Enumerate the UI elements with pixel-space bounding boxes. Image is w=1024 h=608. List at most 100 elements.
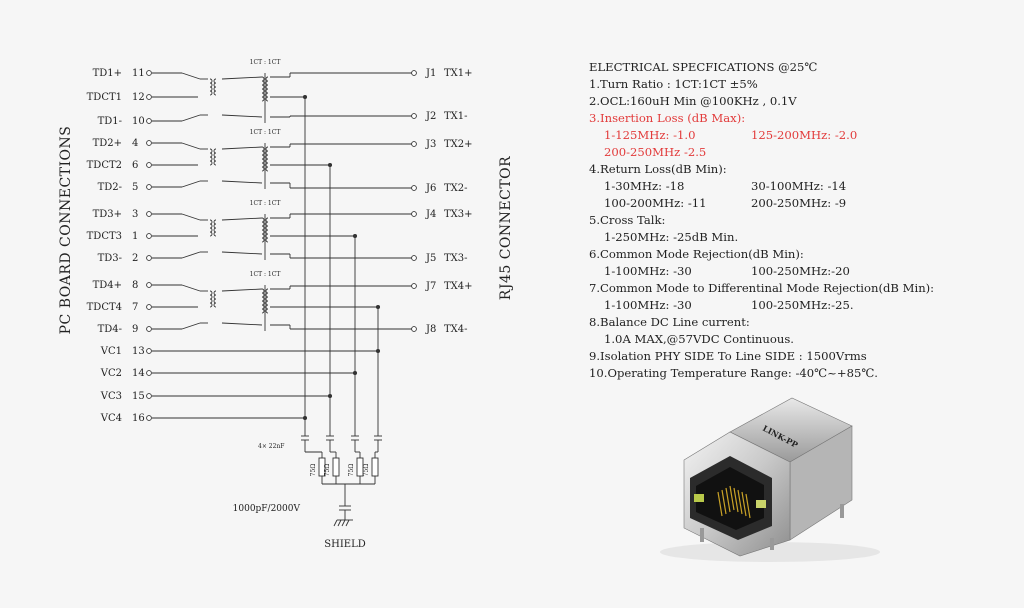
pin-name-TD1-: TD1- <box>98 116 122 127</box>
rj45-terminal-J3 <box>411 141 417 147</box>
pin-name-TDCT4: TDCT4 <box>87 302 122 313</box>
vc-name-VC2: VC2 <box>100 368 122 379</box>
transformer-primary-0 <box>261 76 265 102</box>
pin-name-TD4-: TD4- <box>98 324 122 335</box>
pc-board-label: PC BOARD CONNECTIONS <box>58 126 74 335</box>
specifications-panel: ELECTRICAL SPECFICATIONS @25℃ 1.Turn Rat… <box>589 59 1009 382</box>
vc-num-13: 13 <box>132 346 145 357</box>
rj45-signal-TX1-: TX1- <box>444 111 468 122</box>
choke-coil-3 <box>209 290 213 308</box>
resistor-label-1: 75Ω <box>324 464 331 477</box>
hv-cap-label: 1000pF/2000V <box>233 504 301 514</box>
pin-name-TDCT1: TDCT1 <box>87 92 122 103</box>
rj45-pin-J6: J6 <box>425 183 436 194</box>
rj45-terminal-J4 <box>411 211 417 217</box>
pin-terminal-7 <box>146 304 152 310</box>
spec-return-loss-row1: 1-30MHz: -18 30-100MHz: -14 <box>589 178 1009 195</box>
pin-num-9: 9 <box>132 324 138 335</box>
vc-name-VC4: VC4 <box>100 413 122 424</box>
resistor-label-0: 75Ω <box>310 464 317 477</box>
pin-terminal-6 <box>146 162 152 168</box>
rj45-terminal-J6 <box>411 185 417 191</box>
wire <box>221 288 263 292</box>
transformer-primary-3 <box>261 288 265 314</box>
pin-num-3: 3 <box>132 209 138 220</box>
pin-num-12: 12 <box>132 92 145 103</box>
vc-terminal-16 <box>146 415 152 421</box>
wire <box>221 322 263 326</box>
spec-cmr-b: 100-250MHz:-20 <box>751 264 850 278</box>
pin-name-TD2-: TD2- <box>98 182 122 193</box>
pin-name-TD2+: TD2+ <box>93 138 122 149</box>
ratio-label: 1CT : 1CT <box>250 200 281 207</box>
transformer-secondary-2 <box>265 217 269 243</box>
cap-label: 4× 22nF <box>258 443 284 450</box>
wire <box>181 284 201 292</box>
pin-num-10: 10 <box>132 116 145 127</box>
vc-terminal-13 <box>146 348 152 354</box>
pin-num-11: 11 <box>132 68 145 79</box>
spec-insertion-loss: 3.Insertion Loss (dB Max): <box>589 111 746 125</box>
vc-terminal-15 <box>146 393 152 399</box>
choke-coil-3 <box>213 290 217 308</box>
transformer-secondary-0 <box>265 76 269 102</box>
pin-terminal-9 <box>146 326 152 332</box>
spec-temperature: 10.Operating Temperature Range: -40℃~+85… <box>589 366 878 380</box>
spec-cm-dm: 7.Common Mode to Differentinal Mode Reje… <box>589 281 935 295</box>
pin-terminal-12 <box>146 94 152 100</box>
resistor-3 <box>371 457 379 477</box>
pin-name-TDCT2: TDCT2 <box>87 160 122 171</box>
wire <box>221 146 263 150</box>
rj45-terminal-J2 <box>411 113 417 119</box>
wire <box>181 180 201 188</box>
rj45-pin-J7: J7 <box>425 281 436 292</box>
schematic-wiring <box>146 70 417 527</box>
pin-name-TDCT3: TDCT3 <box>87 231 122 242</box>
pin-terminal-10 <box>146 118 152 124</box>
rj45-pin-J3: J3 <box>425 139 436 150</box>
wire <box>221 217 263 221</box>
vc-name-VC3: VC3 <box>100 391 122 402</box>
spec-return-loss-a: 1-30MHz: -18 <box>604 179 685 193</box>
rj45-terminal-J7 <box>411 283 417 289</box>
pin-terminal-3 <box>146 211 152 217</box>
spec-insertion-loss-b: 125-200MHz: -2.0 <box>751 128 858 142</box>
ground-hatch <box>341 519 346 527</box>
pin-num-8: 8 <box>132 280 138 291</box>
ground-hatch <box>333 519 338 527</box>
rj45-signal-TX4-: TX4- <box>444 324 468 335</box>
rj45-connector-label: RJ45 CONNECTOR <box>498 156 514 300</box>
rj45-signal-TX1+: TX1+ <box>444 68 473 79</box>
wire <box>221 180 263 184</box>
spec-cm-dm-row: 1-100MHz: -30 100-250MHz:-25. <box>589 297 1009 314</box>
choke-coil-1 <box>209 148 213 166</box>
wire <box>181 142 201 150</box>
rj45-pin-J4: J4 <box>425 209 436 220</box>
pin-name-TD4+: TD4+ <box>93 280 122 291</box>
pin-name-TD3+: TD3+ <box>93 209 122 220</box>
pin-num-1: 1 <box>132 231 138 242</box>
pin-num-4: 4 <box>132 138 138 149</box>
vc-name-VC1: VC1 <box>100 346 122 357</box>
spec-dc-current: 8.Balance DC Line current: <box>589 315 750 329</box>
shield-label: SHIELD <box>324 539 365 550</box>
spec-title: ELECTRICAL SPECFICATIONS @25℃ <box>589 60 818 74</box>
vc-num-15: 15 <box>132 391 145 402</box>
wire <box>181 322 201 330</box>
spec-insertion-loss-row: 1-125MHz: -1.0 125-200MHz: -2.0 <box>589 127 1009 144</box>
spec-cross-talk: 5.Cross Talk: <box>589 213 666 227</box>
vc-terminal-14 <box>146 370 152 376</box>
spec-cross-talk-a: 1-250MHz: -25dB Min. <box>604 230 739 244</box>
spec-isolation: 9.Isolation PHY SIDE To Line SIDE : 1500… <box>589 349 867 363</box>
spec-turn-ratio: 1.Turn Ratio : 1CT:1CT ±5% <box>589 77 758 91</box>
pin-terminal-5 <box>146 184 152 190</box>
pin-name-TD3-: TD3- <box>98 253 122 264</box>
rj45-signal-TX2+: TX2+ <box>444 139 473 150</box>
spec-dc-current-a: 1.0A MAX,@57VDC Continuous. <box>604 332 794 346</box>
resistor-label-2: 75Ω <box>348 464 355 477</box>
spec-cmr-a: 1-100MHz: -30 <box>604 264 692 278</box>
wire <box>181 213 201 221</box>
choke-coil-1 <box>213 148 217 166</box>
pin-terminal-2 <box>146 255 152 261</box>
